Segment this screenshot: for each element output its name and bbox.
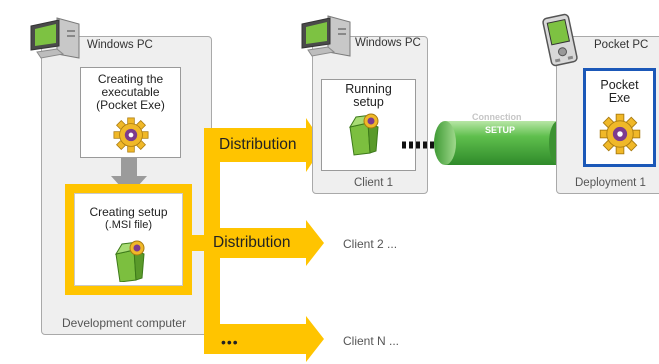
- connection-tube: [434, 121, 567, 165]
- distribution-label-1: Distribution: [219, 136, 297, 153]
- client1-caption: Client 1: [354, 177, 393, 189]
- windows-pc-icon: [30, 17, 80, 59]
- pocket-exe-text: Pocket Exe: [583, 79, 656, 105]
- step2-line-1: Creating setup: [89, 205, 168, 219]
- dev-pc-label: Windows PC: [87, 39, 153, 51]
- gear-icon: [113, 117, 149, 153]
- client-pc-icon: [301, 15, 351, 57]
- step1-line-3: (Pocket Exe): [96, 98, 165, 112]
- dev-caption: Development computer: [62, 316, 187, 330]
- client1-line-1: Running: [345, 82, 392, 96]
- connection-setup-label: SETUP: [485, 125, 516, 135]
- pocket-caption: Deployment 1: [575, 177, 646, 189]
- step1-line-2: executable: [101, 85, 160, 99]
- distribution-arrow-shapes: [190, 118, 324, 362]
- pocket-line-1: Pocket: [600, 78, 639, 92]
- pocket-gear-icon: [599, 113, 641, 155]
- setup-highlight-frame: [65, 184, 192, 295]
- step2-line-2: (.MSI file): [104, 219, 153, 231]
- client2-label: Client 2 ...: [343, 237, 398, 251]
- create-setup-text: Creating setup (.MSI file): [74, 206, 183, 232]
- clientN-label: Client N ...: [343, 334, 400, 348]
- pocket-pc-icon: [542, 13, 578, 67]
- setup-package-icon: [114, 240, 145, 282]
- create-executable-text: Creating the executable (Pocket Exe): [80, 73, 181, 112]
- pocket-pc-label: Pocket PC: [594, 39, 649, 51]
- connection-title: Connection: [472, 112, 522, 122]
- client1-pc-label: Windows PC: [355, 37, 421, 49]
- distribution-ellipsis: •••: [221, 334, 239, 350]
- client-setup-package-icon: [348, 113, 379, 156]
- running-setup-text: Running setup: [321, 83, 416, 109]
- client1-line-2: setup: [353, 95, 384, 109]
- distribution-label-2: Distribution: [213, 234, 291, 251]
- step1-line-1: Creating the: [97, 72, 164, 86]
- pocket-line-2: Exe: [608, 91, 631, 105]
